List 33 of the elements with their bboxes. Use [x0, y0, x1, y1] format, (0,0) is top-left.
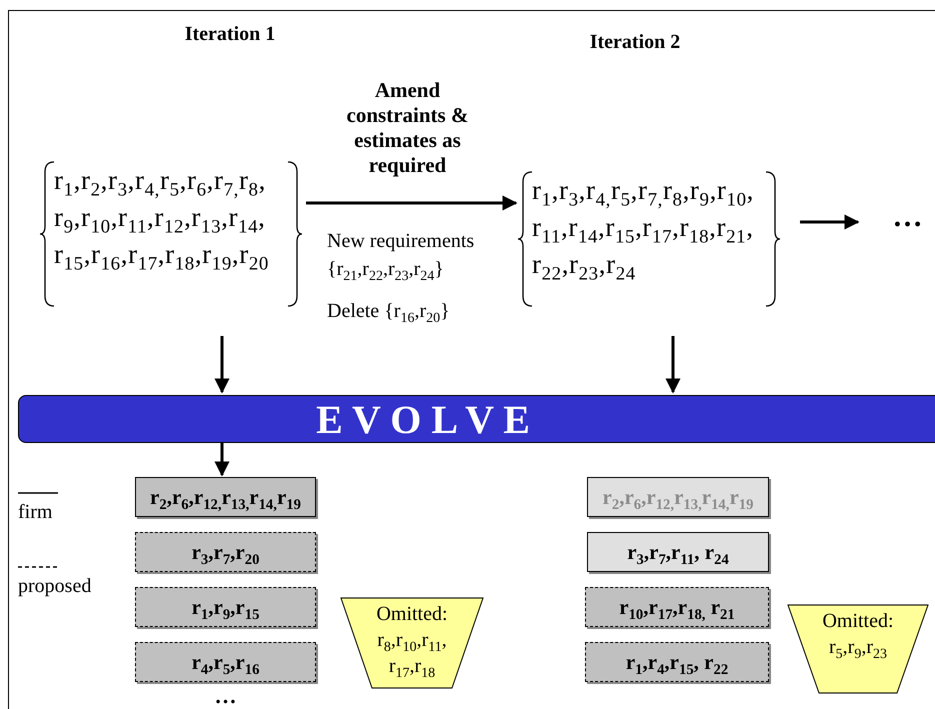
bracketed-set: [518, 170, 780, 308]
arrow: [800, 214, 860, 230]
bracketed-set: [40, 160, 302, 308]
note-text: Delete {r$_{16}$,r$_{20}$}: [327, 299, 451, 325]
requirement-list-text: r$_{5}$,r$_{9}$,r$_{23}$: [828, 635, 888, 660]
firm-box: r$_{2}$,r$_{6}$,r$_{12,}$r$_{13,}$r$_{14,}$r$_{19}$: [587, 477, 769, 517]
proposed-box: r$_{1}$,r$_{4}$,r$_{15}$, r$_{22}$: [585, 642, 769, 682]
firm-box: r$_{3}$,r$_{7}$,r$_{11}$, r$_{24}$: [587, 532, 769, 572]
legend-text: proposed: [18, 575, 92, 598]
proposed-box: r$_{4}$,r$_{5}$,r$_{16}$: [135, 642, 316, 682]
requirement-list-text: r$_{8}$,r$_{10}$,r$_{11}$, r$_{17}$,r$_{18}$: [376, 628, 448, 679]
arrow: [306, 196, 518, 210]
ellipsis-text: …: [214, 684, 238, 708]
omitted-trapezoid: [340, 597, 484, 689]
omitted-trapezoid: [787, 604, 929, 694]
requirement-set-text: r$_{1}$,r$_{2}$,r$_{3}$,r$_{4,}$r$_{5}$,r$_{6}$,r$_{7,}$r$_{8}$, r$_{9}$,r$_{10}$,r$_{11}$,r$_{12}$,r$_{13}$,r$_{14}$, r$_{15}$,r$_{16}$,r$_{17}$,r$_{18}$,r$_{19}$,r$_{20}$: [54, 164, 270, 273]
arrow: [214, 443, 230, 476]
arrow: [666, 336, 680, 394]
proposed-box: r$_{10}$,r$_{17}$,r$_{18,}$ r$_{21}$: [585, 587, 769, 627]
firm-box: r$_{2}$,r$_{6}$,r$_{12,}$r$_{13,}$r$_{14,}$r$_{19}$: [135, 477, 316, 517]
heading-text: Omitted:: [375, 602, 449, 627]
arrow: [214, 336, 230, 394]
evolve-band: E V O L V E: [18, 395, 935, 443]
edge-label: Amend constraints & estimates as required: [346, 78, 470, 178]
proposed-box: r$_{1}$,r$_{9}$,r$_{15}$: [135, 587, 316, 627]
ellipsis-text: …: [885, 200, 930, 240]
heading-text: Omitted:: [821, 609, 895, 634]
column-heading: Iteration 2: [588, 30, 682, 55]
column-heading: Iteration 1: [184, 22, 276, 47]
requirement-set-text: r$_{1}$,r$_{3}$,r$_{4,}$r$_{5}$,r$_{7,}$r$_{8}$,r$_{9}$,r$_{10}$, r$_{11}$,r$_{14}$,r$_{15}$,r$_{17}$,r$_{18}$,r$_{21}$, r$_{22}$,r$_{23}$,r$_{24}$: [532, 174, 755, 283]
legend-text: firm: [18, 501, 52, 524]
proposed-box: r$_{3}$,r$_{7}$,r$_{20}$: [135, 532, 316, 572]
note-text: New requirements {r$_{21}$,r$_{22}$,r$_{23}$,r$_{24}$}: [327, 229, 476, 283]
